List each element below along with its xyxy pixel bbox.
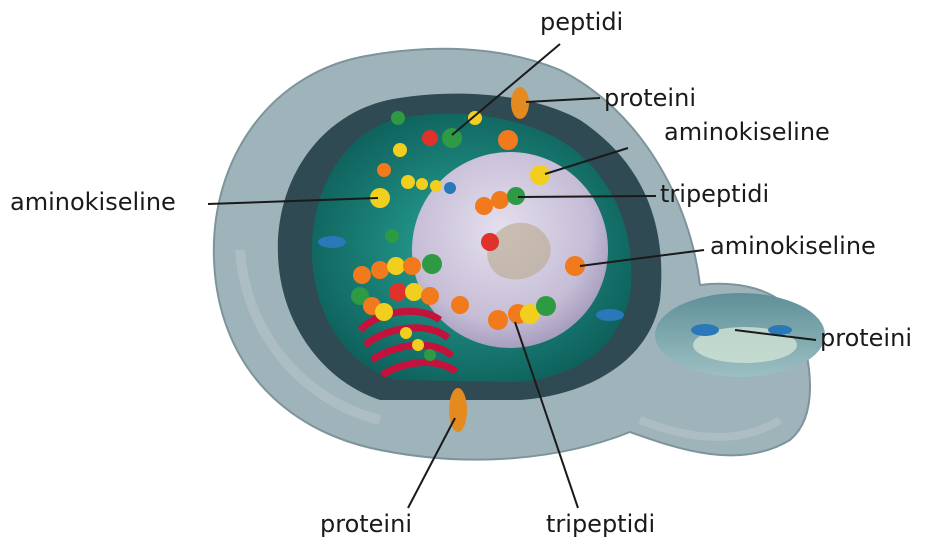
label-aminokiseline-left: aminokiseline <box>10 190 176 214</box>
amino-bead <box>424 349 436 361</box>
amino-bead <box>442 128 462 148</box>
amino-bead <box>391 111 405 125</box>
vesicle <box>655 293 825 377</box>
amino-bead <box>389 283 407 301</box>
transporter-blue-right <box>768 325 792 335</box>
amino-bead <box>405 283 423 301</box>
amino-bead <box>444 182 456 194</box>
amino-bead <box>530 165 550 185</box>
amino-bead <box>375 303 393 321</box>
amino-bead <box>468 111 482 125</box>
transporter-orange-top <box>511 87 529 119</box>
label-proteini-top: proteini <box>604 86 696 110</box>
amino-bead <box>481 233 499 251</box>
amino-bead <box>416 178 428 190</box>
amino-bead <box>403 257 421 275</box>
amino-bead <box>422 254 442 274</box>
amino-bead <box>491 191 509 209</box>
amino-bead <box>421 287 439 305</box>
label-proteini-right: proteini <box>820 326 912 350</box>
amino-bead <box>498 130 518 150</box>
label-peptidi: peptidi <box>540 10 623 34</box>
label-aminokiseline-right-mid: aminokiseline <box>710 234 876 258</box>
amino-bead <box>475 197 493 215</box>
transporter-blue-center <box>596 309 624 321</box>
amino-bead <box>451 296 469 314</box>
amino-bead <box>412 339 424 351</box>
transporter-blue-left <box>318 236 346 248</box>
amino-bead <box>400 327 412 339</box>
transporter-blue-vesicle <box>691 324 719 336</box>
label-proteini-bottom: proteini <box>320 512 412 536</box>
amino-bead <box>401 175 415 189</box>
amino-bead <box>387 257 405 275</box>
amino-bead <box>385 229 399 243</box>
amino-bead <box>371 261 389 279</box>
amino-bead <box>536 296 556 316</box>
amino-bead <box>377 163 391 177</box>
amino-bead <box>353 266 371 284</box>
amino-bead <box>422 130 438 146</box>
label-aminokiseline-right-top: aminokiseline <box>664 120 830 144</box>
amino-bead <box>430 180 442 192</box>
amino-bead <box>393 143 407 157</box>
label-tripeptidi-right: tripeptidi <box>660 182 769 206</box>
leader-tripeptidi-right <box>518 196 656 197</box>
amino-bead <box>488 310 508 330</box>
label-tripeptidi-bottom: tripeptidi <box>546 512 655 536</box>
